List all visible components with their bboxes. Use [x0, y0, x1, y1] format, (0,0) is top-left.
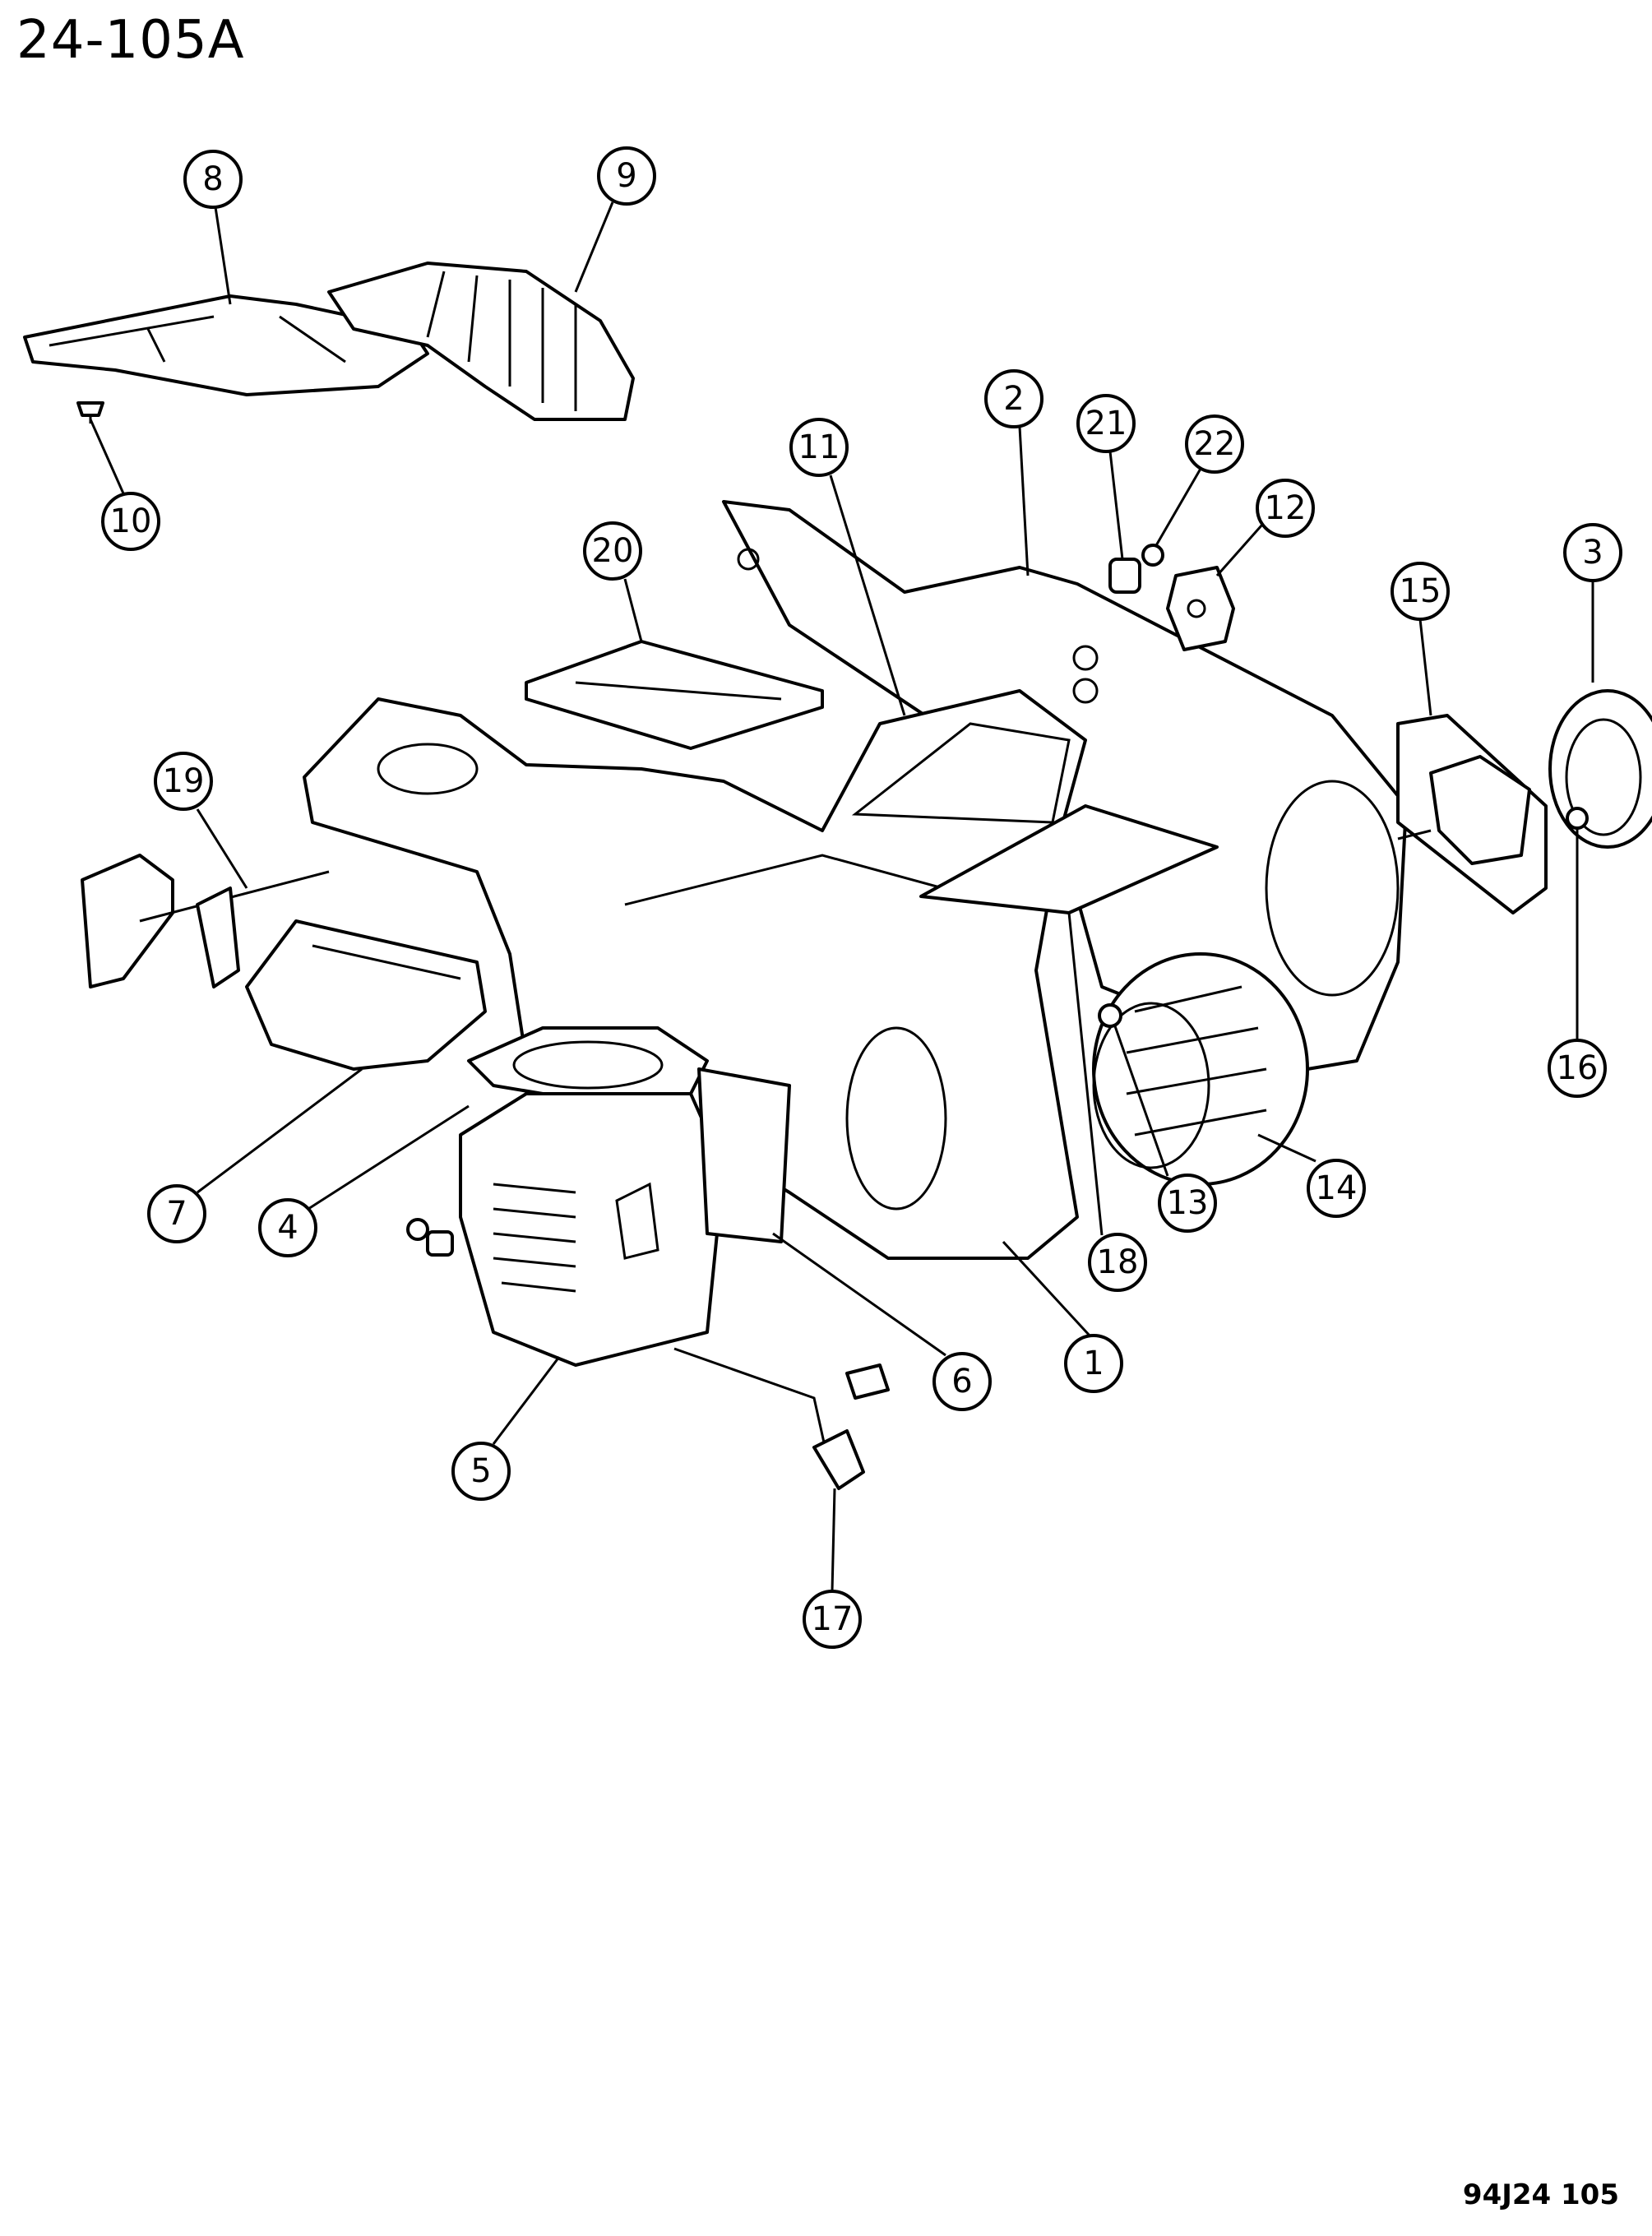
part-bracket-linkage — [81, 854, 330, 988]
callouts: 1 2 3 4 5 6 7 8 9 10 11 12 13 14 15 16 1… — [101, 146, 1622, 1649]
callout-label: 5 — [470, 1452, 491, 1490]
leader-20 — [623, 578, 643, 642]
leader-21 — [1108, 451, 1124, 560]
callout-7: 7 — [147, 1184, 206, 1243]
part-lower-duct — [459, 1092, 725, 1367]
callout-label: 13 — [1167, 1184, 1209, 1222]
callout-label: 11 — [798, 428, 840, 466]
leader-12 — [1215, 524, 1264, 576]
page-title: 24-105A — [16, 10, 245, 71]
leader-18 — [1067, 912, 1104, 1236]
leader-6 — [772, 1232, 946, 1357]
callout-label: 6 — [951, 1363, 972, 1400]
callout-label: 17 — [812, 1600, 854, 1638]
callout-label: 21 — [1085, 405, 1127, 442]
leader-2 — [1018, 426, 1030, 576]
part-defroster-duct — [23, 294, 429, 396]
callout-22: 22 — [1185, 414, 1244, 474]
callout-label: 18 — [1097, 1243, 1139, 1281]
callout-label: 15 — [1400, 572, 1441, 610]
part-filter-frame — [919, 804, 1219, 914]
callout-3: 3 — [1563, 523, 1622, 582]
leader-5 — [492, 1356, 561, 1445]
leader-4 — [308, 1104, 470, 1211]
leader-19 — [196, 808, 248, 889]
leader-10 — [89, 419, 125, 494]
callout-12: 12 — [1256, 479, 1315, 538]
callout-18: 18 — [1088, 1233, 1147, 1292]
callout-11: 11 — [789, 418, 849, 477]
part-blower-wheel — [1092, 952, 1309, 1186]
callout-2: 2 — [984, 369, 1043, 428]
leader-13 — [1113, 1023, 1169, 1177]
callout-14: 14 — [1307, 1159, 1366, 1218]
callout-10: 10 — [101, 492, 160, 551]
part-screw-10 — [76, 401, 104, 424]
callout-21: 21 — [1076, 394, 1136, 453]
callout-label: 20 — [592, 532, 634, 570]
callout-15: 15 — [1391, 562, 1450, 621]
figure-code: 94J24 105 — [1462, 2178, 1619, 2211]
callout-19: 19 — [154, 752, 213, 811]
callout-4: 4 — [258, 1198, 317, 1257]
part-grommet — [1166, 566, 1235, 651]
leader-17 — [831, 1488, 836, 1592]
callout-label: 16 — [1557, 1049, 1599, 1087]
callout-6: 6 — [932, 1352, 992, 1411]
leader-9 — [574, 201, 614, 293]
part-air-plate — [525, 640, 824, 750]
leader-11 — [829, 475, 906, 716]
callout-label: 19 — [163, 762, 205, 800]
callout-label: 1 — [1083, 1345, 1104, 1382]
callout-label: 14 — [1316, 1169, 1358, 1207]
callout-label: 4 — [277, 1209, 298, 1247]
part-heater-housing — [303, 689, 1087, 1260]
callout-8: 8 — [183, 150, 243, 209]
callout-1: 1 — [1064, 1334, 1123, 1393]
part-actuator-rod — [673, 1347, 890, 1490]
part-loose-nuts — [406, 1218, 454, 1257]
callout-label: 12 — [1265, 489, 1307, 527]
part-gasket — [697, 1067, 791, 1243]
callout-label: 22 — [1194, 425, 1236, 463]
leader-7 — [197, 1067, 363, 1194]
callout-label: 10 — [110, 502, 152, 540]
leader-15 — [1418, 618, 1432, 716]
callout-9: 9 — [597, 146, 656, 206]
part-nut — [1141, 544, 1164, 567]
part-flexible-hose — [327, 262, 635, 421]
leader-8 — [214, 206, 232, 305]
callout-label: 9 — [616, 157, 636, 195]
part-outlet-adapter — [467, 1026, 709, 1104]
callout-5: 5 — [451, 1442, 511, 1501]
leader-lines — [89, 201, 1594, 1592]
callout-20: 20 — [583, 521, 642, 581]
leader-1 — [1002, 1240, 1091, 1337]
part-motor-plate — [1396, 714, 1548, 914]
callout-label: 3 — [1582, 534, 1603, 572]
leader-22 — [1154, 468, 1202, 548]
callout-label: 8 — [202, 160, 223, 198]
leader-14 — [1257, 1133, 1317, 1163]
callout-label: 2 — [1003, 380, 1024, 418]
callout-13: 13 — [1158, 1174, 1217, 1233]
callout-17: 17 — [803, 1590, 862, 1649]
part-nut-13 — [1098, 1003, 1122, 1028]
part-bushing — [1108, 558, 1141, 594]
callout-label: 7 — [166, 1195, 187, 1233]
part-duct-adapter — [245, 919, 487, 1071]
part-screw-16 — [1566, 807, 1589, 847]
callout-16: 16 — [1548, 1039, 1607, 1098]
part-seal-ring — [1548, 689, 1652, 849]
